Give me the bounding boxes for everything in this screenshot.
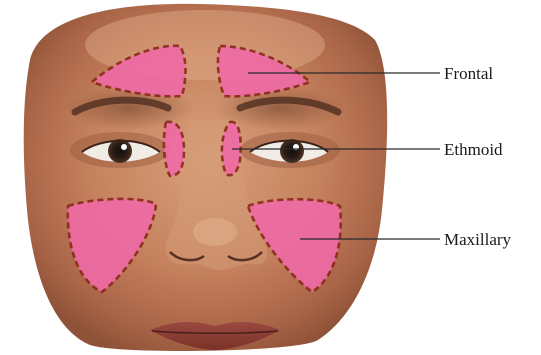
face-illustration <box>24 4 387 351</box>
frontal-label: Frontal <box>444 64 493 83</box>
maxillary-label: Maxillary <box>444 230 512 249</box>
ethmoid-label: Ethmoid <box>444 140 503 159</box>
